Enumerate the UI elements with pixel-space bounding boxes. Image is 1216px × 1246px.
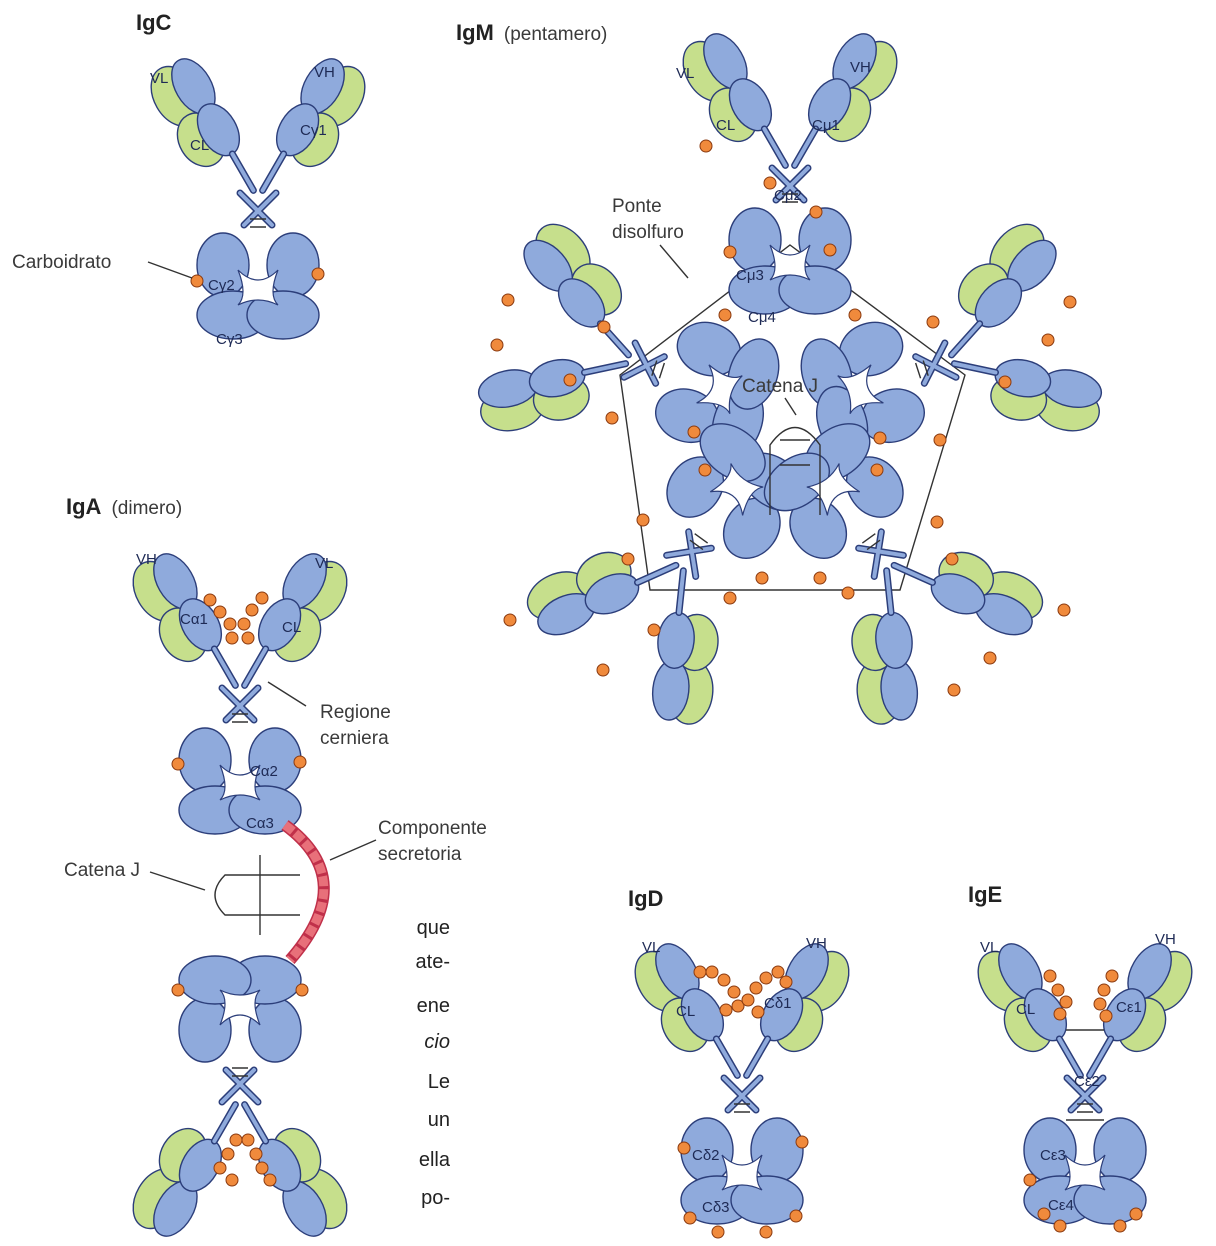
regione-leader — [268, 682, 306, 706]
igd-vl-label: VL — [642, 939, 660, 956]
igd-vh-label: VH — [806, 935, 827, 952]
ige-monomer: IgE VL VH CL Cε1 Cε2 Cε3 Cε4 — [968, 882, 1202, 1232]
ige-vl-label: VL — [980, 939, 998, 956]
componente-label-1: Componente — [378, 818, 487, 839]
igm-vl-label: VL — [676, 65, 694, 82]
igm-title-line: IgM (pentamero) — [456, 20, 607, 45]
iga-cl-label: CL — [282, 619, 301, 636]
igg-cg1-label: Cγ1 — [300, 122, 327, 139]
igd-cd3-label: Cδ3 — [702, 1199, 730, 1216]
igd-cd1-label: Cδ1 — [764, 995, 792, 1012]
igg-cl-label: CL — [190, 137, 209, 154]
componente-label-2: secretoria — [378, 844, 462, 865]
ponte-label-1: Ponte — [612, 196, 662, 217]
iga-catena-j-leader — [150, 872, 205, 890]
clipped-line-7: ella — [419, 1149, 451, 1171]
clipped-line-8: po- — [421, 1187, 450, 1209]
iga-vl-label: VL — [315, 555, 333, 572]
ige-ce3-label: Cε3 — [1040, 1147, 1066, 1164]
iga-ca3-label: Cα3 — [246, 815, 274, 832]
ponte-leader — [660, 245, 688, 278]
igg-title: IgC — [136, 10, 172, 35]
igm-vh-label: VH — [850, 59, 871, 76]
iga-j-chain — [215, 855, 300, 935]
iga-dimer: IgA (dimero) Catena J Componente secreto… — [64, 494, 487, 1245]
igg-cg2-label: Cγ2 — [208, 277, 235, 294]
igm-cm2-label: Cμ2 — [774, 187, 802, 204]
igm-pentamer: IgM (pentamero) Catena J Ponte disolfuro… — [456, 20, 1123, 751]
clipped-line-4: cio — [424, 1031, 450, 1053]
ige-vh-label: VH — [1155, 931, 1176, 948]
igd-title: IgD — [628, 886, 663, 911]
clipped-line-6: un — [428, 1109, 450, 1131]
igm-catena-j-label: Catena J — [742, 376, 818, 397]
iga-title: IgA — [66, 494, 102, 519]
clipped-caption: que ate- ene cio Le un ella po- — [416, 917, 451, 1209]
carbohydrate-dot — [312, 268, 324, 280]
iga-title-line: IgA (dimero) — [66, 494, 182, 519]
igm-title: IgM — [456, 20, 494, 45]
carboidrato-label: Carboidrato — [12, 252, 111, 273]
iga-ca1-label: Cα1 — [180, 611, 208, 628]
clipped-line-5: Le — [428, 1071, 450, 1093]
igm-cl-label: CL — [716, 117, 735, 134]
iga-catena-j-label: Catena J — [64, 860, 140, 881]
regione-label-1: Regione — [320, 702, 391, 723]
regione-label-2: cerniera — [320, 728, 389, 749]
igm-cm1-label: Cμ1 — [812, 117, 840, 134]
igd-cd2-label: Cδ2 — [692, 1147, 720, 1164]
ige-cl-label: CL — [1016, 1001, 1035, 1018]
carbohydrate-dot — [191, 275, 203, 287]
iga-vh-label: VH — [136, 551, 157, 568]
igg-monomer: IgC VL VH CL Cγ1 Cγ2 Cγ3 Carboidrato — [12, 10, 375, 348]
igg-cg3-label: Cγ3 — [216, 331, 243, 348]
igg-vh-label: VH — [314, 64, 335, 81]
igg-vl-label: VL — [150, 70, 168, 87]
ige-title: IgE — [968, 882, 1002, 907]
iga-subtitle: (dimero) — [111, 498, 182, 519]
carboidrato-leader — [148, 262, 192, 278]
ige-ce2-label: Cε2 — [1074, 1073, 1100, 1090]
iga-carbohydrate-dots — [172, 592, 308, 1186]
clipped-line-3: ene — [417, 995, 450, 1017]
clipped-line-2: ate- — [416, 951, 450, 973]
igm-catena-j-leader — [785, 398, 796, 415]
igm-cm3-label: Cμ3 — [736, 267, 764, 284]
ige-ce1-label: Cε1 — [1116, 999, 1142, 1016]
clipped-line-1: que — [417, 917, 450, 939]
igd-cl-label: CL — [676, 1003, 695, 1020]
iga-ca2-label: Cα2 — [250, 763, 278, 780]
componente-leader — [330, 840, 376, 860]
igd-monomer: IgD VL VH CL Cδ1 Cδ2 Cδ3 — [625, 886, 859, 1238]
igm-subtitle: (pentamero) — [504, 24, 608, 45]
ige-ce4-label: Cε4 — [1048, 1197, 1074, 1214]
igm-cm4-label: Cμ4 — [748, 309, 776, 326]
ponte-label-2: disolfuro — [612, 222, 684, 243]
